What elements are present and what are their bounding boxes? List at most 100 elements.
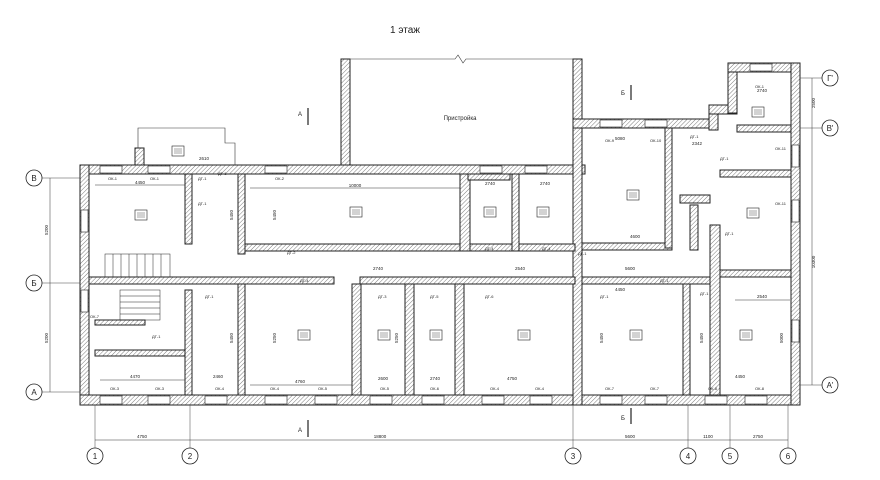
svg-text:ДГ-1: ДГ-1 xyxy=(700,291,709,296)
svg-text:Б: Б xyxy=(31,279,36,288)
svg-text:2740: 2740 xyxy=(485,181,496,186)
svg-text:5450: 5450 xyxy=(599,332,604,343)
svg-text:ДГ-5: ДГ-5 xyxy=(430,294,439,299)
svg-text:18800: 18800 xyxy=(374,434,387,439)
svg-text:6: 6 xyxy=(786,452,791,461)
svg-text:2: 2 xyxy=(188,452,193,461)
svg-text:4760: 4760 xyxy=(295,379,306,384)
svg-text:ДГ-2: ДГ-2 xyxy=(287,250,296,255)
svg-text:4450: 4450 xyxy=(615,287,626,292)
annex-label: Пристройка xyxy=(444,115,478,122)
svg-text:ДГ-4: ДГ-4 xyxy=(542,246,551,251)
svg-text:ДГ-4: ДГ-4 xyxy=(485,246,494,251)
svg-text:ДГ-6: ДГ-6 xyxy=(485,294,494,299)
staircase xyxy=(104,253,171,321)
svg-text:ДГ-1: ДГ-1 xyxy=(198,176,207,181)
svg-text:4750: 4750 xyxy=(507,376,518,381)
walls xyxy=(79,54,801,406)
svg-text:2540: 2540 xyxy=(757,294,768,299)
svg-text:2740: 2740 xyxy=(430,376,441,381)
svg-text:5450: 5450 xyxy=(272,209,277,220)
svg-text:2540: 2540 xyxy=(515,266,526,271)
ok-labels: ОК-1 ОК-1 ОК-2 ОК-3 ОК-3 ОК-4 ОК-5 ОК-4 … xyxy=(90,84,787,391)
svg-text:ОК-4: ОК-4 xyxy=(215,386,225,391)
door-labels: ДГ-1 ДГ-1 ДГ-1 ДГ-2 ДГ-4 ДГ-4 ДГ-1 ДГ-1 … xyxy=(152,134,734,339)
svg-text:2740: 2740 xyxy=(540,181,551,186)
svg-text:2460: 2460 xyxy=(213,374,224,379)
svg-text:5450: 5450 xyxy=(229,332,234,343)
svg-text:2740: 2740 xyxy=(757,88,768,93)
svg-text:4: 4 xyxy=(686,452,691,461)
drawing-title: 1 этаж xyxy=(390,25,420,36)
axis-bubble-V-prime: В' xyxy=(821,119,839,137)
svg-text:А: А xyxy=(31,388,37,397)
axis-bubble-A: А xyxy=(25,383,43,401)
svg-text:ОК-10: ОК-10 xyxy=(650,138,662,143)
svg-text:5200: 5200 xyxy=(44,332,49,343)
svg-text:1: 1 xyxy=(93,452,98,461)
room-markers xyxy=(134,106,765,341)
svg-text:2610: 2610 xyxy=(199,156,210,161)
svg-text:А: А xyxy=(298,112,302,118)
svg-text:Б: Б xyxy=(621,91,625,97)
svg-text:А': А' xyxy=(827,381,834,390)
svg-text:ОК-4: ОК-4 xyxy=(535,386,545,391)
svg-text:2740: 2740 xyxy=(373,266,384,271)
svg-text:ОК-5: ОК-5 xyxy=(318,386,328,391)
svg-text:Г': Г' xyxy=(827,74,833,83)
axis-grid xyxy=(42,77,822,448)
axis-bubbles: 1 2 3 4 5 6 В Б А Г' В' А' xyxy=(25,69,839,465)
svg-text:ОК-11: ОК-11 xyxy=(775,201,787,206)
svg-text:ОК-11: ОК-11 xyxy=(775,146,787,151)
svg-text:ОК-7: ОК-7 xyxy=(90,314,100,319)
svg-text:ОК-6: ОК-6 xyxy=(430,386,440,391)
svg-text:ОК-4: ОК-4 xyxy=(490,386,500,391)
svg-text:ДГ-1: ДГ-1 xyxy=(198,201,207,206)
svg-text:5000: 5000 xyxy=(779,332,784,343)
svg-text:ОК-7: ОК-7 xyxy=(605,386,615,391)
svg-text:5450: 5450 xyxy=(699,332,704,343)
svg-text:В': В' xyxy=(827,124,834,133)
svg-text:ОК-1: ОК-1 xyxy=(150,176,160,181)
section-marks: А А Б Б xyxy=(298,85,632,437)
svg-text:ОК-7: ОК-7 xyxy=(650,386,660,391)
svg-text:5250: 5250 xyxy=(394,332,399,343)
svg-text:В: В xyxy=(31,174,36,183)
svg-text:ДГ-1: ДГ-1 xyxy=(600,294,609,299)
axis-bubble-4: 4 xyxy=(679,447,697,465)
svg-text:5600: 5600 xyxy=(625,266,636,271)
svg-text:ДГ-1: ДГ-1 xyxy=(205,294,214,299)
svg-text:ОК-2: ОК-2 xyxy=(275,176,285,181)
axis-bubble-5: 5 xyxy=(721,447,739,465)
svg-text:ОК-4: ОК-4 xyxy=(270,386,280,391)
svg-text:5: 5 xyxy=(728,452,733,461)
svg-text:ОК-8: ОК-8 xyxy=(755,386,765,391)
dimension-texts: 4750 18800 5600 1100 2750 5200 5200 2500… xyxy=(44,88,816,439)
svg-text:ДГ-1: ДГ-1 xyxy=(152,334,161,339)
svg-text:ОК-1: ОК-1 xyxy=(108,176,118,181)
svg-text:4470: 4470 xyxy=(130,374,141,379)
svg-text:ДГ-4: ДГ-4 xyxy=(300,278,309,283)
dimension-lines xyxy=(49,78,813,441)
svg-text:А: А xyxy=(298,428,302,434)
axis-bubble-2: 2 xyxy=(181,447,199,465)
svg-text:4600: 4600 xyxy=(630,234,641,239)
svg-text:4450: 4450 xyxy=(735,374,746,379)
axis-bubble-1: 1 xyxy=(86,447,104,465)
svg-text:5080: 5080 xyxy=(615,136,626,141)
svg-text:ДГ-1: ДГ-1 xyxy=(725,231,734,236)
svg-text:ОК-9: ОК-9 xyxy=(605,138,615,143)
svg-text:ОК-3: ОК-3 xyxy=(155,386,165,391)
svg-text:ОК-3: ОК-3 xyxy=(110,386,120,391)
svg-text:ДГ-1: ДГ-1 xyxy=(690,134,699,139)
svg-text:ОК-8: ОК-8 xyxy=(708,386,718,391)
svg-text:ДГ-1: ДГ-1 xyxy=(578,251,587,256)
svg-text:3: 3 xyxy=(571,452,576,461)
svg-text:2342: 2342 xyxy=(692,141,703,146)
svg-text:2600: 2600 xyxy=(378,376,389,381)
axis-bubble-3: 3 xyxy=(564,447,582,465)
svg-text:ДГ-1: ДГ-1 xyxy=(218,171,227,176)
svg-text:5250: 5250 xyxy=(272,332,277,343)
axis-bubble-A-prime: А' xyxy=(821,376,839,394)
